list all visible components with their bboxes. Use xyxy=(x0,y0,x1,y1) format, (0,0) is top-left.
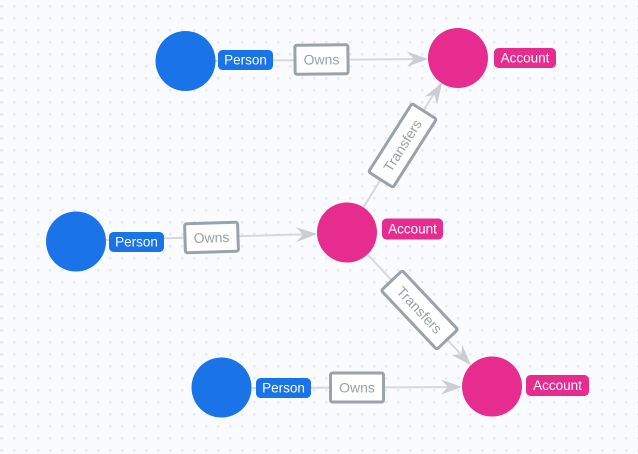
relationship-label-box[interactable] xyxy=(293,43,350,76)
node-label-text: Account xyxy=(388,222,437,237)
node-label-pill-person-3[interactable]: Person xyxy=(256,378,311,398)
node-circle-person-3[interactable] xyxy=(191,357,252,418)
edge-arrowhead-owns-1 xyxy=(406,51,428,67)
node-label-pill-person-1[interactable]: Person xyxy=(218,50,273,70)
relationship-label-owns-2[interactable]: Owns xyxy=(183,220,240,255)
node-circle-account-2[interactable] xyxy=(317,202,377,263)
node-label-pill-bg[interactable] xyxy=(109,232,164,252)
node-circle-person-1[interactable] xyxy=(155,31,216,91)
node-label-text: Person xyxy=(262,381,305,396)
node-label-pill-account-1[interactable]: Account xyxy=(494,48,556,68)
node-label-pill-bg[interactable] xyxy=(218,50,273,70)
node-label-pill-bg[interactable] xyxy=(382,218,443,240)
relationship-label-text: Owns xyxy=(339,380,375,396)
edge-arrowhead-owns-3 xyxy=(441,379,462,395)
relationship-label-box[interactable] xyxy=(367,102,438,189)
relationship-label-text: Owns xyxy=(193,229,229,246)
node-label-pill-person-2[interactable]: Person xyxy=(109,232,164,252)
relationship-label-box[interactable] xyxy=(183,220,240,255)
node-label-pill-account-3[interactable]: Account xyxy=(526,375,589,396)
node-label-pill-bg[interactable] xyxy=(526,375,589,396)
node-label-pill-bg[interactable] xyxy=(256,378,311,398)
relationship-label-transfers-2[interactable]: Transfers xyxy=(380,269,459,351)
node-label-text: Person xyxy=(224,53,267,68)
node-label-text: Person xyxy=(115,235,158,250)
relationship-label-box[interactable] xyxy=(329,371,385,404)
node-circle-account-1[interactable] xyxy=(428,28,488,88)
node-label-pill-account-2[interactable]: Account xyxy=(382,218,443,240)
edge-arrowhead-transfers-1 xyxy=(424,83,442,105)
node-label-pill-bg[interactable] xyxy=(494,48,556,68)
relationship-label-owns-1[interactable]: Owns xyxy=(293,43,350,76)
node-label-text: Account xyxy=(501,51,550,66)
edge-arrowheads xyxy=(295,51,471,395)
relationship-label-owns-3[interactable]: Owns xyxy=(329,371,385,404)
edge-arrowhead-owns-2 xyxy=(295,227,317,243)
relationship-label-text: Owns xyxy=(304,51,340,67)
node-circle-person-2[interactable] xyxy=(46,211,106,272)
relationship-label-transfers-1[interactable]: Transfers xyxy=(367,102,438,189)
edge-arrowhead-transfers-2 xyxy=(451,344,471,365)
node-circle-account-3[interactable] xyxy=(462,356,522,417)
node-label-text: Account xyxy=(533,378,582,393)
relationship-label-box[interactable] xyxy=(380,269,459,351)
